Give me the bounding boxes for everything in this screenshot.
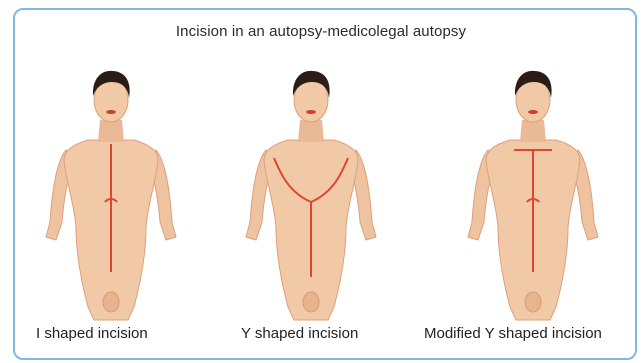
figure-y-shaped	[236, 62, 386, 322]
body-illustration-i	[36, 62, 186, 322]
body-illustration-y	[236, 62, 386, 322]
caption-y-shaped: Y shaped incision	[241, 325, 358, 342]
torso-figure	[246, 71, 376, 320]
figure-i-shaped	[36, 62, 186, 322]
caption-modified-y-shaped: Modified Y shaped incision	[424, 325, 602, 342]
diagram-title: Incision in an autopsy-medicolegal autop…	[0, 23, 642, 40]
caption-i-shaped: I shaped incision	[36, 325, 148, 342]
figure-modified-y-shaped	[458, 62, 608, 322]
body-illustration-modified-y	[458, 62, 608, 322]
